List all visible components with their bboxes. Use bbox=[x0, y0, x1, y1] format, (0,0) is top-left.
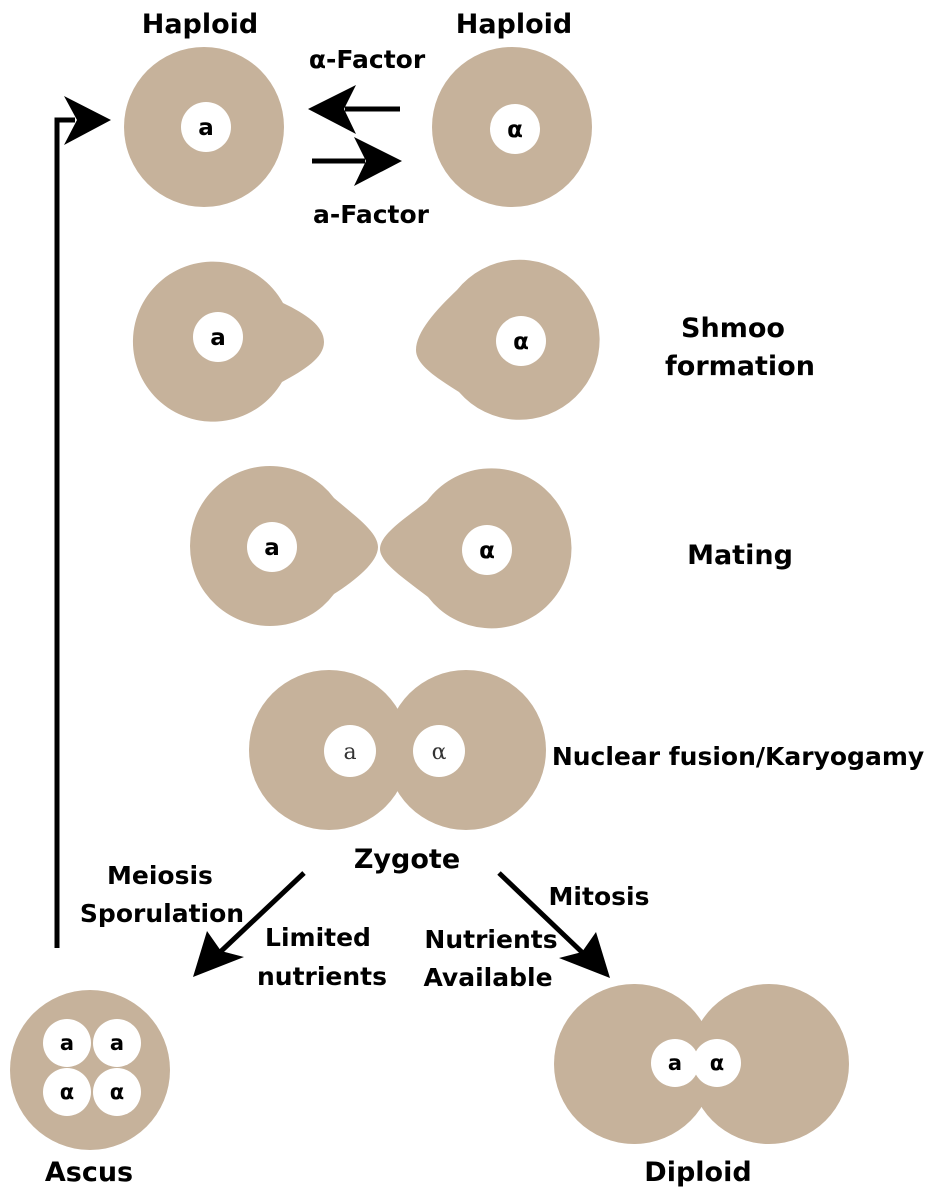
mating-label: Mating bbox=[687, 540, 793, 571]
mating-alpha-nucleus-label: α bbox=[479, 538, 495, 564]
alpha-factor-label: α-Factor bbox=[309, 45, 426, 74]
ascus-spore-3-label: α bbox=[60, 1080, 74, 1104]
diploid-cell: a α bbox=[554, 984, 849, 1144]
zygote-label: Zygote bbox=[354, 844, 460, 875]
ascus-spore-2-label: a bbox=[110, 1031, 124, 1055]
haploid-alpha-label: Haploid bbox=[456, 9, 573, 40]
haploid-a-cell: a bbox=[124, 47, 284, 207]
limited-nutrients-line1: Limited bbox=[265, 923, 371, 952]
nutrients-available-line1: Nutrients bbox=[424, 925, 557, 954]
ascus-cell-body bbox=[10, 990, 170, 1150]
meiosis-label-line1: Meiosis bbox=[107, 861, 213, 890]
mitosis-label: Mitosis bbox=[549, 882, 650, 911]
alpha-factor-arrow bbox=[308, 85, 400, 134]
shmoo-alpha-nucleus-label: α bbox=[513, 329, 529, 355]
haploid-alpha-cell: α bbox=[432, 47, 592, 207]
haploid-alpha-nucleus-label: α bbox=[507, 117, 523, 143]
nuclear-fusion-label: Nuclear fusion/Karyogamy bbox=[552, 742, 924, 771]
return-arrow bbox=[57, 96, 111, 948]
zygote-right-lobe bbox=[386, 670, 546, 830]
nutrients-available-line2: Available bbox=[423, 963, 552, 992]
shmoo-a-nucleus-label: a bbox=[210, 325, 226, 351]
diploid-label: Diploid bbox=[644, 1157, 751, 1188]
ascus-label: Ascus bbox=[45, 1157, 133, 1188]
diploid-alpha-nucleus-label: α bbox=[710, 1051, 724, 1075]
zygote-a-nucleus-label: a bbox=[343, 740, 356, 765]
shmoo-label-line1: Shmoo bbox=[681, 313, 785, 344]
zygote-alpha-nucleus-label: α bbox=[432, 740, 447, 765]
zygote-cell: a α bbox=[249, 670, 546, 830]
meiosis-label-line2: Sporulation bbox=[80, 899, 244, 928]
diploid-a-nucleus-label: a bbox=[668, 1051, 682, 1075]
limited-nutrients-line2: nutrients bbox=[257, 962, 387, 991]
a-factor-arrow bbox=[312, 137, 402, 186]
mating-a-cell: a bbox=[190, 466, 378, 626]
ascus-cell: a a α α bbox=[10, 990, 170, 1150]
a-factor-label: a-Factor bbox=[313, 200, 430, 229]
shmoo-label-line2: formation bbox=[665, 351, 815, 382]
ascus-spore-4-label: α bbox=[110, 1080, 124, 1104]
mating-alpha-cell: α bbox=[380, 468, 571, 628]
shmoo-alpha-cell: α bbox=[416, 260, 600, 420]
haploid-a-label: Haploid bbox=[142, 9, 259, 40]
ascus-spore-1-label: a bbox=[60, 1031, 74, 1055]
haploid-a-nucleus-label: a bbox=[198, 115, 214, 141]
mating-a-nucleus-label: a bbox=[264, 535, 280, 561]
shmoo-a-cell: a bbox=[133, 262, 324, 422]
